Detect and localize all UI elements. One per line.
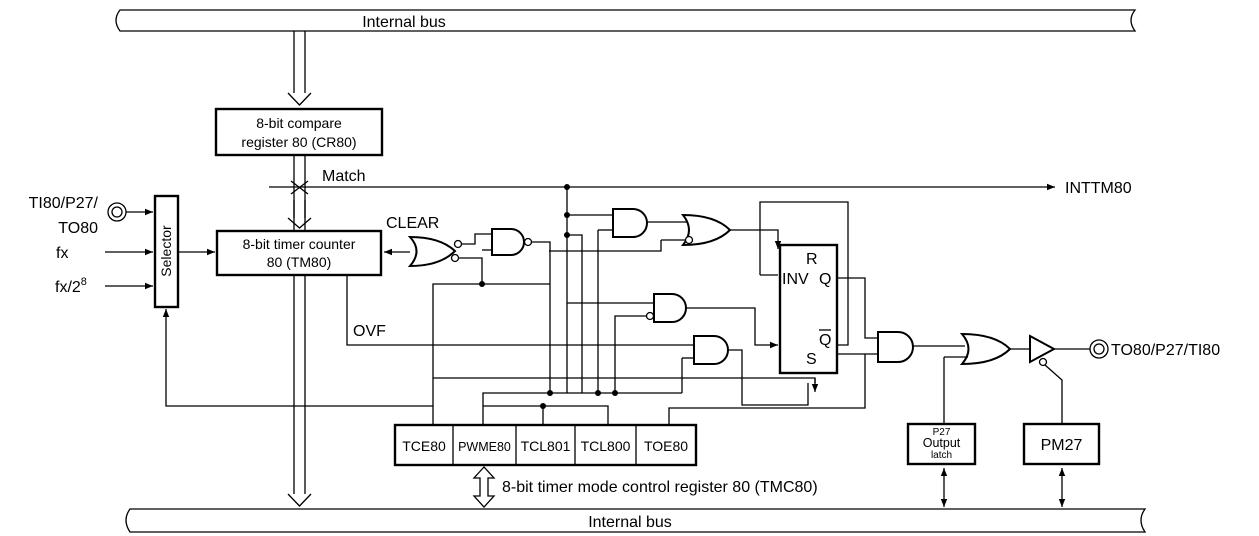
and-gate-lower xyxy=(693,335,729,365)
tmc80-bit-pwme80: PWME80 xyxy=(458,440,511,454)
match-signal: Match INTTM80 xyxy=(269,168,1132,197)
ff-qbar-label: Q xyxy=(819,332,831,349)
timer-counter-tm80: 8-bit timer counter 80 (TM80) xyxy=(215,229,383,277)
cr80-label-line2: register 80 (CR80) xyxy=(241,134,356,150)
p27-output-latch: P27 Output latch xyxy=(906,422,977,507)
tmc80-caption: 8-bit timer mode control register 80 (TM… xyxy=(502,479,818,496)
compare-register-cr80: 8-bit compare register 80 (CR80) xyxy=(214,107,384,157)
inttm80-label: INTTM80 xyxy=(1065,180,1132,197)
ti80-input-pin: TI80/P27/ TO80 xyxy=(29,195,153,237)
selector-label: Selector xyxy=(158,225,174,277)
top-internal-bus: Internal bus xyxy=(115,9,1137,32)
output-buffer xyxy=(1029,334,1057,367)
cr80-label-line1: 8-bit compare xyxy=(256,115,342,131)
pm27-register: PM27 xyxy=(1022,422,1101,507)
fx-div-label: fx/28 xyxy=(55,276,87,296)
flip-flop: R INV Q Q S xyxy=(778,243,839,375)
and-gate-middle xyxy=(645,293,687,323)
ti80-pin-label-line2: TO80 xyxy=(58,220,98,237)
to80-pin-label: TO80/P27/TI80 xyxy=(1111,342,1220,359)
ovf-label: OVF xyxy=(353,323,386,340)
to80-output-pin: TO80/P27/TI80 xyxy=(1089,339,1220,359)
tm80-label-line1: 8-bit timer counter xyxy=(243,236,356,252)
match-label: Match xyxy=(322,168,366,185)
p27-label-line2: Output xyxy=(923,436,961,450)
fx-div-input: fx/28 xyxy=(55,276,153,296)
p27-label-line1: P27 xyxy=(933,427,951,438)
clear-label: CLEAR xyxy=(386,215,439,232)
bottom-bus-label: Internal bus xyxy=(588,514,672,531)
pm27-label: PM27 xyxy=(1041,437,1083,454)
selector-block: Selector xyxy=(153,194,215,309)
tmc80-bus-arrow: 8-bit timer mode control register 80 (TM… xyxy=(472,466,818,508)
ff-inv-label: INV xyxy=(782,271,809,288)
and-gate-output xyxy=(877,331,914,363)
ff-s-label: S xyxy=(806,351,817,368)
tmc80-register: TCE80 PWME80 TCL801 TCL800 TOE80 xyxy=(393,423,698,467)
ti80-pin-label-line1: TI80/P27/ xyxy=(29,195,99,212)
and-gate-clear xyxy=(491,228,533,256)
fx-label: fx xyxy=(56,245,68,262)
ff-q-label: Q xyxy=(819,271,831,288)
tmc80-bit-tce80: TCE80 xyxy=(402,438,446,454)
tmc80-bit-toe80: TOE80 xyxy=(644,438,688,454)
tmc80-bit-tcl800: TCL800 xyxy=(581,438,631,454)
p27-label-line3: latch xyxy=(931,450,952,461)
or-gate-output xyxy=(959,332,1012,366)
top-bus-label: Internal bus xyxy=(362,14,446,31)
fx-input: fx xyxy=(56,245,153,262)
and-gate-top xyxy=(612,208,648,238)
tmc80-bit-tcl801: TCL801 xyxy=(521,438,571,454)
tm80-label-line2: 80 (TM80) xyxy=(267,254,332,270)
ovf-signal: OVF xyxy=(346,275,694,346)
bottom-internal-bus: Internal bus xyxy=(125,508,1147,533)
ff-r-label: R xyxy=(806,251,818,268)
clear-or-gate: CLEAR xyxy=(384,215,463,268)
or-gate-top xyxy=(680,213,732,247)
